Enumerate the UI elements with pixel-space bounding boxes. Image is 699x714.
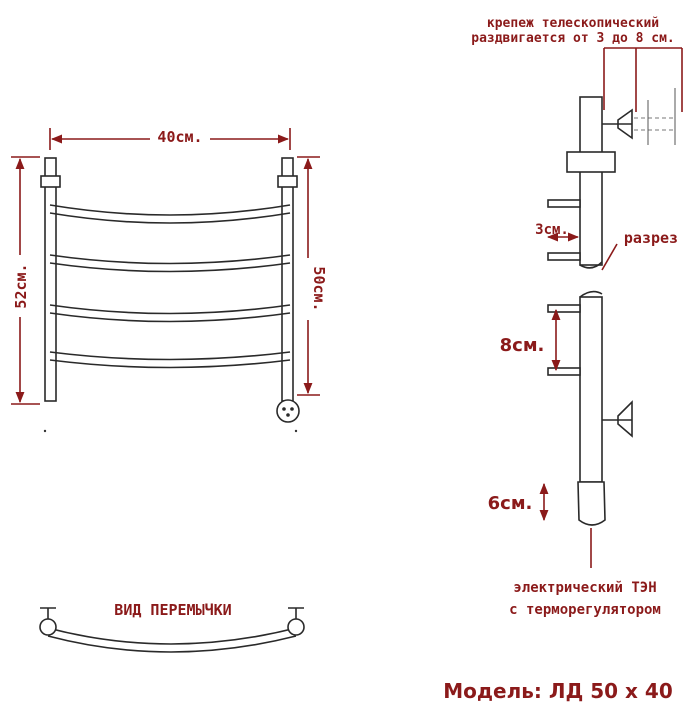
side-view: крепеж телескопический раздвигается от 3… [471,16,683,618]
width-dimension: 40см. [49,128,291,150]
total-height-label: 52см. [12,263,30,308]
mount-note-line2: раздвигается от 3 до 8 см. [471,31,675,46]
side-pipe-upper [579,96,603,266]
stub-4 [547,367,581,376]
jumper-arc-bottom [47,635,297,653]
offset-label: 3см. [535,222,569,238]
cut-leader [601,243,618,271]
telescopic-mount-bottom [602,400,633,438]
right-riser-pipe [281,157,294,402]
front-view: 40см. 52см. 50см. [11,128,328,433]
mark-dot-right [294,429,298,433]
inner-height-label: 50см. [310,266,328,311]
mount-note-bracket [603,47,683,112]
rungs [49,204,291,369]
rung-stubs [547,199,581,376]
heater-element [577,481,606,526]
right-top-fitting [277,175,298,188]
rung-2-bottom [49,262,291,273]
width-label: 40см. [157,128,202,146]
heater-offset-label: 6см. [488,493,533,514]
rung-4-top [49,351,291,361]
rung-1-bottom [49,212,291,224]
model-label: Модель: ЛД 50 х 40 [443,679,673,703]
total-height-dimension: 52см. [11,156,40,405]
inner-height-dimension: 50см. [297,156,328,396]
left-riser-pipe [44,157,57,402]
stub-2 [547,252,581,261]
rung-4-bottom [49,359,291,369]
rung-3-bottom [49,312,291,323]
jumper-caption: ВИД ПЕРЕМЫЧКИ [114,601,231,619]
heater-offset-dimension: 6см. [488,482,549,522]
left-top-fitting [40,175,61,188]
spacing-label: 8см. [500,335,545,356]
rung-1-top [49,204,291,216]
jumper-view: ВИД ПЕРЕМЫЧКИ [39,601,305,653]
jumper-left-mount [40,607,56,619]
jumper-right-mount [288,607,304,619]
jumper-left-ring [39,618,57,636]
rung-3-top [49,304,291,315]
heater-label-line1: электрический ТЭН [513,580,656,596]
heater-label-line2: с терморегулятором [509,602,661,618]
telescopic-mount-top [602,88,676,145]
stub-3 [547,304,581,313]
spacing-dimension: 8см. [500,308,561,372]
cut-label: разрез [624,229,678,247]
side-pipe-lower [579,296,603,483]
stub-1 [547,199,581,208]
heater-plug [276,399,300,423]
mount-note-line1: крепеж телескопический [487,16,659,31]
cut-break-upper [579,261,603,269]
offset-dimension: 3см. [535,222,580,242]
rung-2-top [49,254,291,265]
mark-dot-left [43,429,47,433]
jumper-right-ring [287,618,305,636]
cut-break-lower [579,290,603,298]
side-top-fitting [566,151,616,173]
jumper-arc-top [47,627,297,645]
heater-body [577,481,606,526]
